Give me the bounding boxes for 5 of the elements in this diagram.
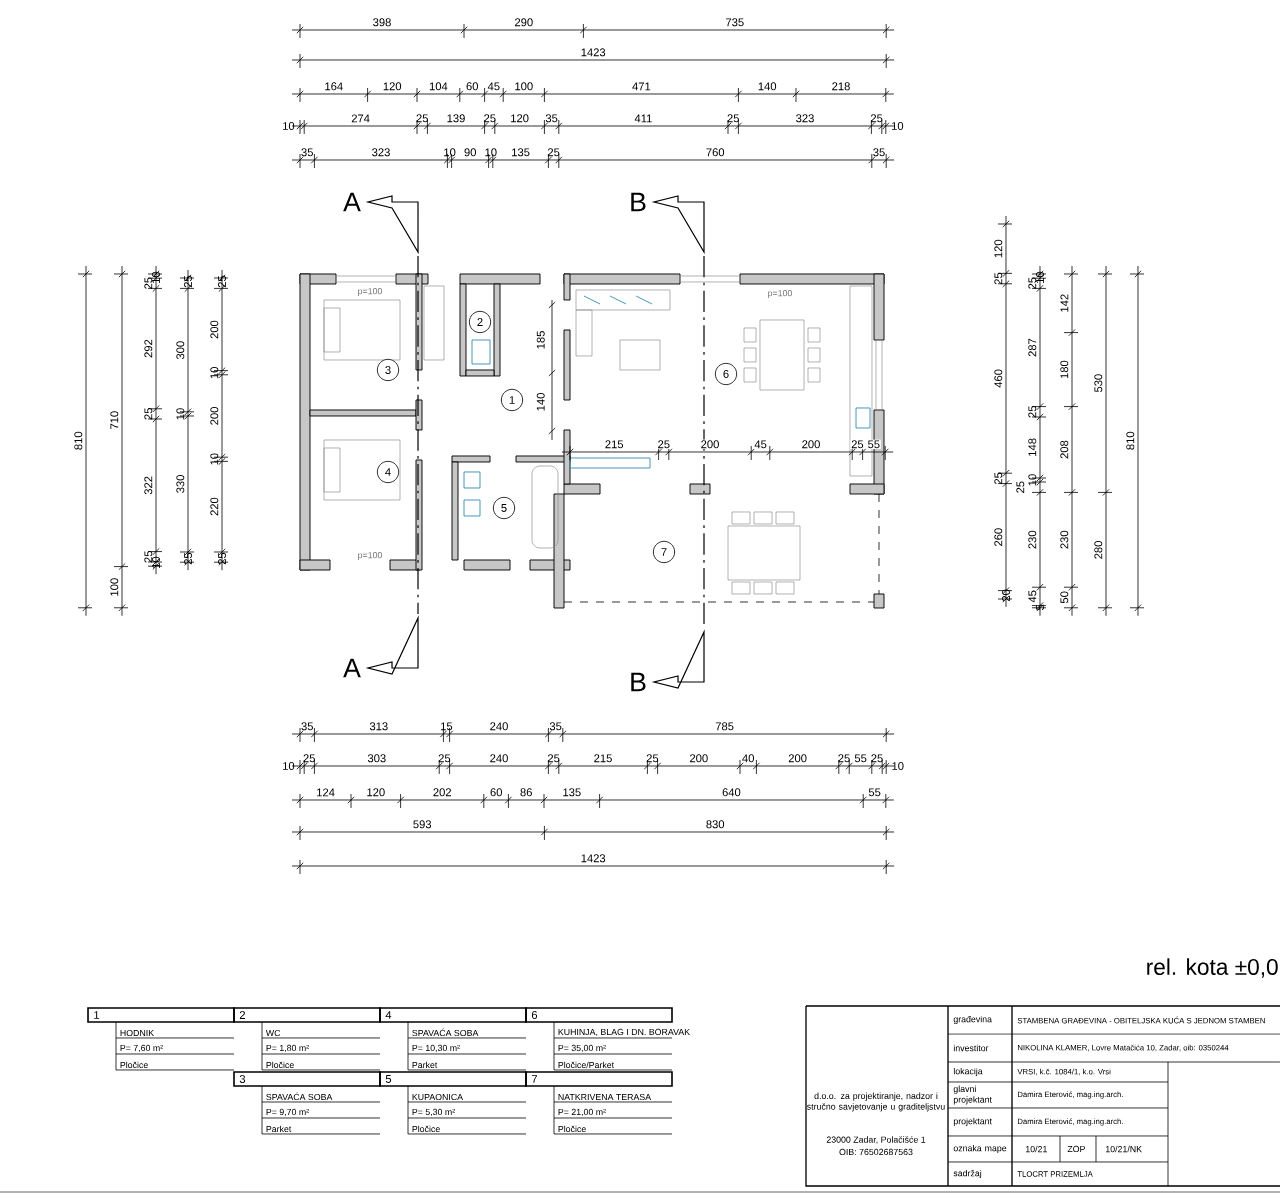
section-letter: B (631, 672, 646, 692)
section-letter: B (631, 192, 646, 212)
level-note: rel. kota ±0,0 (1147, 958, 1278, 978)
section-letter: A (343, 658, 361, 678)
section-letter: A (343, 192, 361, 212)
